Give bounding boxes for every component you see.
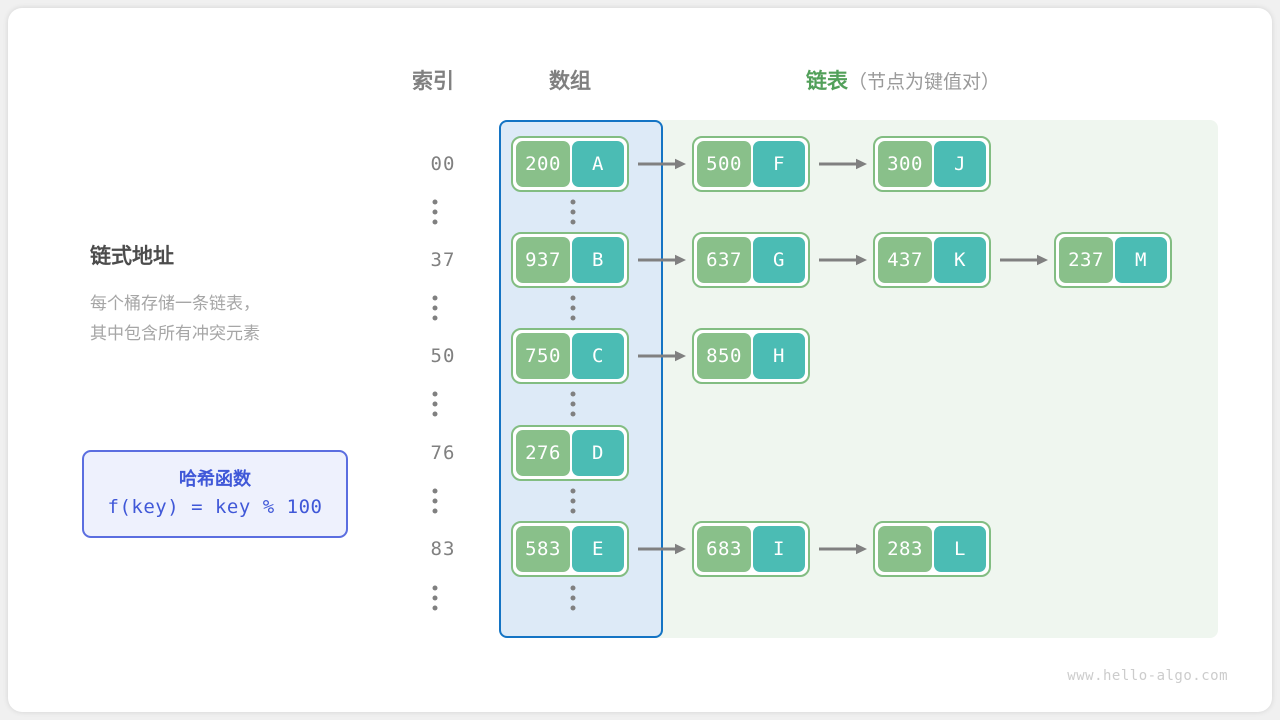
chain-arrow xyxy=(638,543,686,555)
chain-arrow xyxy=(638,350,686,362)
node-value: H xyxy=(753,333,805,379)
ellipsis-array-2 xyxy=(570,391,576,417)
node-key: 200 xyxy=(516,141,570,187)
index-label-83: 83 xyxy=(430,538,456,560)
node-key: 683 xyxy=(697,526,751,572)
chain-arrow xyxy=(1000,254,1048,266)
node-key: 750 xyxy=(516,333,570,379)
column-header-linkedlist-sub: （节点为键值对） xyxy=(848,72,1001,93)
concept-title: 链式地址 xyxy=(90,245,174,268)
column-header-array: 数组 xyxy=(549,70,591,93)
chain-arrow xyxy=(819,158,867,170)
chain-arrow xyxy=(819,543,867,555)
ellipsis-array-0 xyxy=(570,199,576,225)
node-value: A xyxy=(572,141,624,187)
node-key: 437 xyxy=(878,237,932,283)
node-key: 583 xyxy=(516,526,570,572)
node-value: C xyxy=(572,333,624,379)
node-key: 850 xyxy=(697,333,751,379)
node-value: E xyxy=(572,526,624,572)
index-label-37: 37 xyxy=(430,249,456,271)
node-key: 283 xyxy=(878,526,932,572)
ellipsis-index-2 xyxy=(432,391,438,417)
node-key: 637 xyxy=(697,237,751,283)
hash-function-formula: f(key) = key % 100 xyxy=(107,496,323,518)
node-value: B xyxy=(572,237,624,283)
chain-arrow xyxy=(638,158,686,170)
ellipsis-array-1 xyxy=(570,295,576,321)
watermark: www.hello-algo.com xyxy=(1067,668,1228,684)
column-header-linkedlist: 链表（节点为键值对） xyxy=(806,65,1000,95)
node-value: J xyxy=(934,141,986,187)
index-label-76: 76 xyxy=(430,442,456,464)
chain-arrow xyxy=(638,254,686,266)
ellipsis-index-3 xyxy=(432,488,438,514)
node-value: M xyxy=(1115,237,1167,283)
node-key: 300 xyxy=(878,141,932,187)
column-header-index: 索引 xyxy=(412,70,454,93)
ellipsis-index-0 xyxy=(432,199,438,225)
node-value: F xyxy=(753,141,805,187)
hash-function-box: 哈希函数 f(key) = key % 100 xyxy=(82,450,348,538)
concept-description: 每个桶存储一条链表， 其中包含所有冲突元素 xyxy=(90,289,260,349)
index-label-00: 00 xyxy=(430,153,456,175)
node-key: 937 xyxy=(516,237,570,283)
node-value: K xyxy=(934,237,986,283)
node-key: 500 xyxy=(697,141,751,187)
node-value: I xyxy=(753,526,805,572)
chain-arrow xyxy=(819,254,867,266)
diagram-card: 索引 数组 链表（节点为键值对） 链式地址 每个桶存储一条链表， 其中包含所有冲突… xyxy=(8,8,1272,712)
node-key: 276 xyxy=(516,430,570,476)
node-value: D xyxy=(572,430,624,476)
ellipsis-index-4 xyxy=(432,585,438,611)
index-label-50: 50 xyxy=(430,345,456,367)
concept-description-line1: 每个桶存储一条链表， xyxy=(90,294,260,313)
ellipsis-array-4 xyxy=(570,585,576,611)
ellipsis-array-3 xyxy=(570,488,576,514)
column-header-linkedlist-main: 链表 xyxy=(806,70,848,93)
concept-description-line2: 其中包含所有冲突元素 xyxy=(90,324,260,343)
ellipsis-index-1 xyxy=(432,295,438,321)
node-key: 237 xyxy=(1059,237,1113,283)
hash-function-title: 哈希函数 xyxy=(179,469,251,489)
node-value: G xyxy=(753,237,805,283)
node-value: L xyxy=(934,526,986,572)
